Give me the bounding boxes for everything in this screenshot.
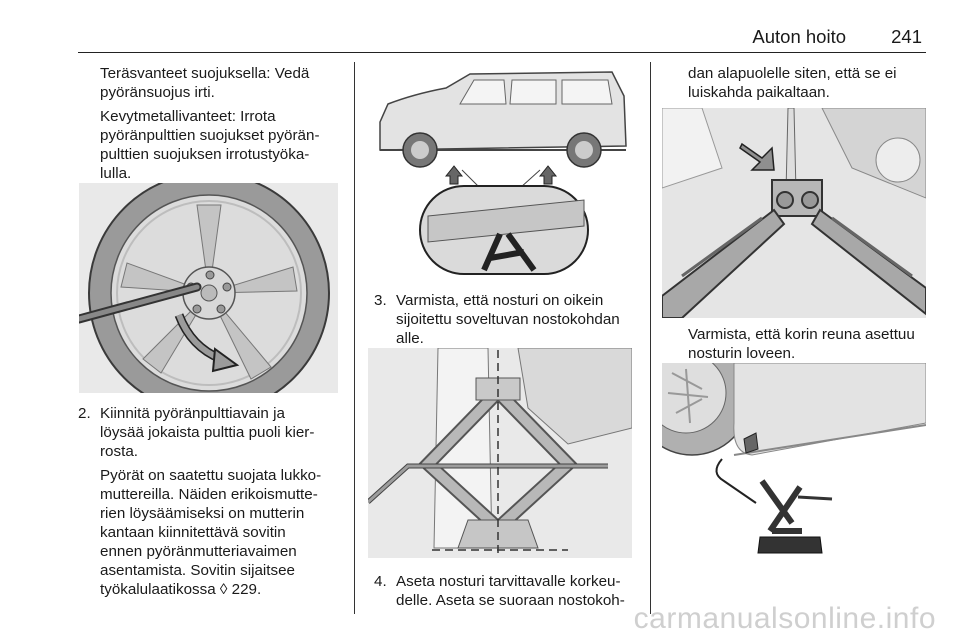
page-number: 241 bbox=[891, 26, 922, 47]
paragraph-steel-rims: Teräsvanteet suojuksella: Vedä pyöränsuo… bbox=[100, 65, 310, 101]
jack-head-closeup-figure bbox=[662, 108, 926, 318]
step-4-text: Aseta nosturi tarvittavalle korkeu- dell… bbox=[396, 573, 625, 609]
paragraph-locking-nuts: Pyörät on saatettu suojata lukko- mutter… bbox=[100, 467, 322, 598]
step-number: 4. bbox=[374, 573, 387, 590]
paragraph-alloy-rims: Kevytmetallivanteet: Irrota pyöränpultti… bbox=[100, 108, 320, 182]
column-divider-2 bbox=[650, 62, 651, 614]
page-reference-link[interactable]: 229. bbox=[231, 581, 262, 598]
page-header: Auton hoito 241 bbox=[78, 24, 926, 53]
paragraph-continued: dan alapuolelle siten, että se ei luiska… bbox=[688, 65, 897, 101]
watermark: carmanualsonline.info bbox=[633, 602, 936, 635]
jack-under-sill-figure bbox=[662, 363, 926, 578]
step-3-text: Varmista, että nosturi on oikein sijoite… bbox=[396, 292, 620, 347]
page-reference-icon: ◊ bbox=[219, 581, 228, 598]
scissor-jack-figure bbox=[368, 348, 632, 558]
step-number: 3. bbox=[374, 292, 387, 309]
step-number: 2. bbox=[78, 405, 91, 422]
section-title: Auton hoito bbox=[752, 26, 846, 47]
jacking-point-figure bbox=[374, 66, 632, 278]
caption-text: Varmista, että korin reuna asettuu nostu… bbox=[688, 326, 915, 362]
column-divider-1 bbox=[354, 62, 355, 614]
step-2-text: Kiinnitä pyöränpulttiavain ja löysää jok… bbox=[100, 405, 315, 460]
wheel-wrench-figure bbox=[79, 183, 338, 393]
